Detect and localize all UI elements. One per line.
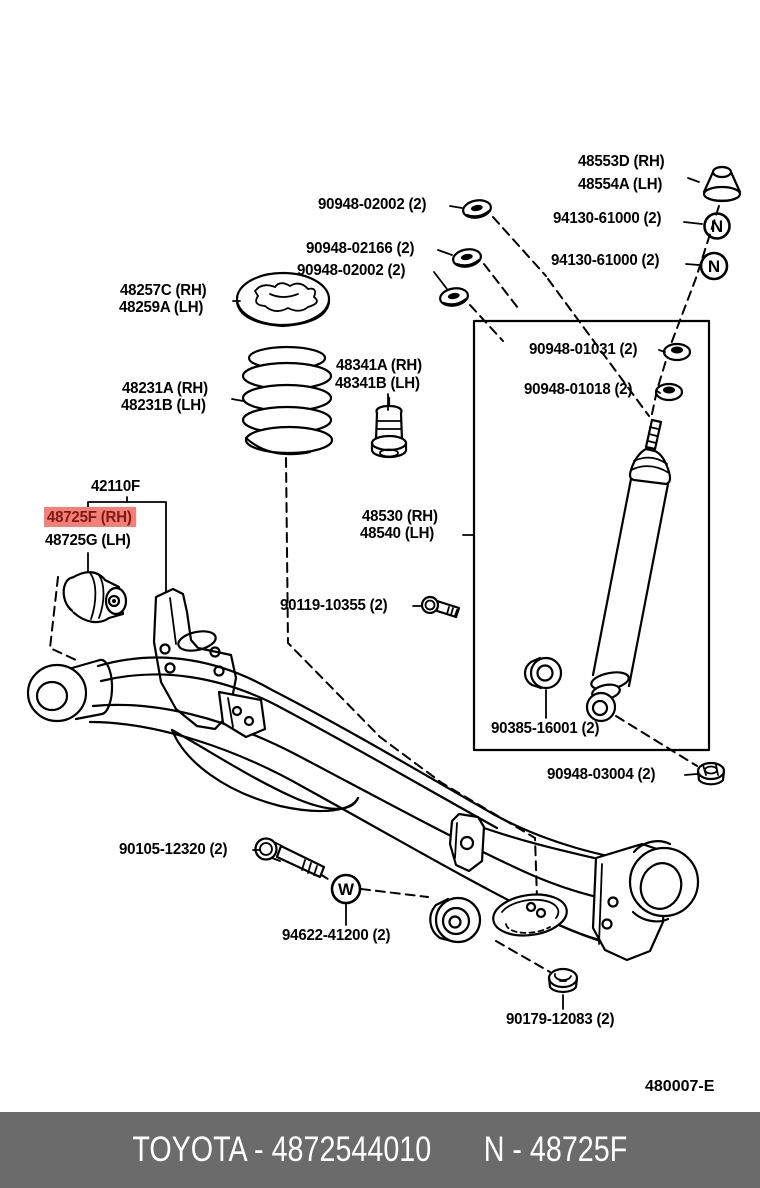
part-label-90948-01018[interactable]: 90948-01018 (2)	[524, 381, 633, 398]
bolt-part	[422, 597, 459, 617]
svg-text:W: W	[338, 880, 355, 899]
bump-stop-part	[372, 398, 406, 457]
svg-text:N: N	[711, 217, 723, 236]
footer-bar: TOYOTA - 4872544010 N - 48725F	[0, 1112, 760, 1188]
spring-upper-seat-part	[237, 273, 329, 326]
part-label-90948-01031[interactable]: 90948-01031 (2)	[529, 341, 638, 358]
nut-part	[698, 763, 724, 784]
arm-bushing-part	[61, 572, 126, 622]
label-pointer-lines	[232, 178, 702, 1009]
part-label-48553d[interactable]: 48553D (RH)	[578, 153, 665, 170]
washer-part	[439, 286, 470, 308]
washer-symbol-icon: W	[332, 875, 360, 903]
bolt-part	[256, 839, 325, 878]
axle-beam-assembly	[28, 589, 698, 960]
part-label-48725g[interactable]: 48725G (LH)	[45, 532, 131, 549]
diagram-code: 480007-E	[645, 1078, 715, 1095]
part-label-90948-03004[interactable]: 90948-03004 (2)	[547, 766, 656, 783]
shock-bushing-part	[525, 658, 561, 688]
grommet-part	[664, 344, 690, 360]
part-label-48231a[interactable]: 48231A (RH)	[122, 380, 208, 397]
part-label-90948-02166[interactable]: 90948-02166 (2)	[306, 240, 415, 257]
part-label-48540[interactable]: 48540 (LH)	[360, 525, 435, 542]
washer-part	[462, 198, 493, 220]
part-label-90948-02002-a[interactable]: 90948-02002 (2)	[318, 196, 427, 213]
part-label-48259a[interactable]: 48259A (LH)	[119, 299, 204, 316]
part-label-48554a[interactable]: 48554A (LH)	[578, 176, 663, 193]
part-label-90105-12320[interactable]: 90105-12320 (2)	[119, 841, 228, 858]
nut-symbol-icon: N	[705, 214, 730, 239]
part-label-90179-12083[interactable]: 90179-12083 (2)	[506, 1011, 615, 1028]
part-label-90948-02002-b[interactable]: 90948-02002 (2)	[297, 262, 406, 279]
part-label-94622-41200[interactable]: 94622-41200 (2)	[282, 927, 391, 944]
part-label-48257c[interactable]: 48257C (RH)	[120, 282, 207, 299]
label-bracket-42110f	[88, 497, 166, 592]
washer-part	[452, 247, 483, 269]
coil-spring-part	[243, 347, 332, 454]
part-label-42110f[interactable]: 42110F	[91, 478, 141, 495]
part-label-94130-61000-a[interactable]: 94130-61000 (2)	[553, 210, 662, 227]
part-label-90385-16001[interactable]: 90385-16001 (2)	[491, 720, 600, 737]
part-label-48725f-selected[interactable]: 48725F (RH)	[44, 507, 137, 527]
shock-absorber-detail-box	[474, 321, 709, 750]
part-label-48530[interactable]: 48530 (RH)	[362, 508, 438, 525]
shock-cap-part	[704, 167, 740, 201]
nut-part	[549, 969, 577, 992]
part-label-90119-10355[interactable]: 90119-10355 (2)	[280, 597, 388, 614]
footer-part-code: N - 48725F	[483, 1130, 628, 1169]
part-label-48341b[interactable]: 48341B (LH)	[335, 375, 420, 392]
footer-part-number: TOYOTA - 4872544010	[132, 1130, 432, 1169]
nut-symbol-icon: N	[701, 253, 727, 279]
part-label-94130-61000-b[interactable]: 94130-61000 (2)	[551, 252, 660, 269]
part-label-48231b[interactable]: 48231B (LH)	[121, 397, 206, 414]
shock-absorber-part	[587, 420, 670, 721]
grommet-part	[656, 384, 682, 400]
exploded-parts-drawing: N N	[0, 0, 760, 1112]
svg-text:N: N	[708, 257, 720, 276]
part-label-48341a[interactable]: 48341A (RH)	[336, 357, 422, 374]
